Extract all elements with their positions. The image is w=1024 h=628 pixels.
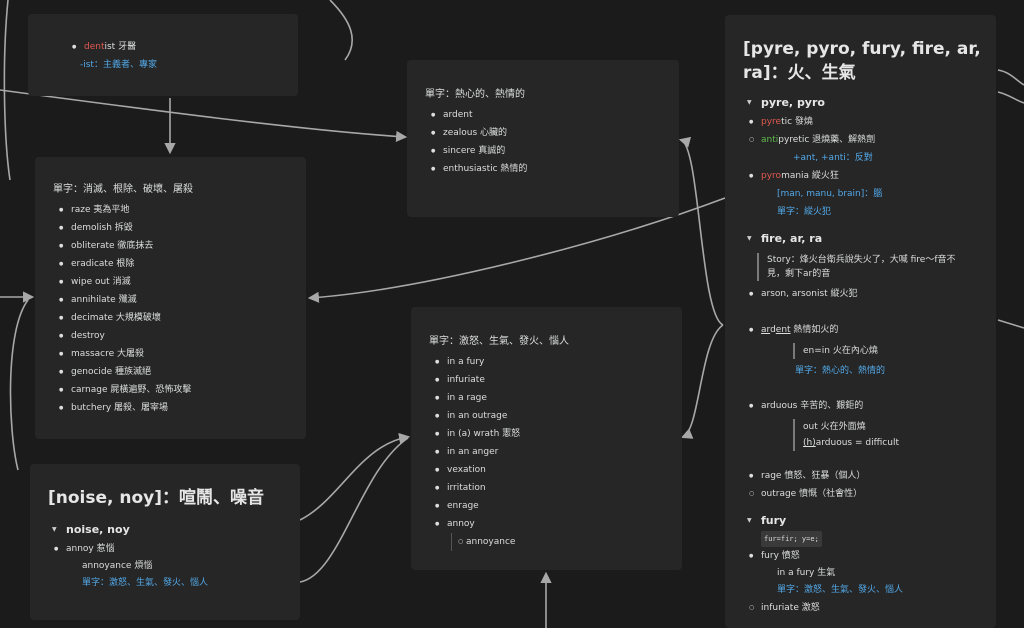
inline-code: fur=fir; y=e; [761,531,822,547]
edge-fire-to-anger [680,324,724,439]
note-quote: out 火在外面燒 (h)arduous = difficult [793,419,986,451]
list-subitem: outrage 憤慨（社會性） [743,485,986,503]
note-line: (h)arduous = difficult [803,435,986,451]
edge-left-to-enthusiasm [0,89,408,142]
list-item: pyromania 縱火狂 [743,167,986,185]
card-dentist[interactable]: dentist 牙醫 -ist：主義者、專家 [28,14,298,96]
list-item: ardent [425,106,679,124]
note-line: 單字：激怒、生氣、發火、惱人 [82,578,209,588]
word-list: raze 夷為平地 demolish 拆毀 obliterate 徹底抹去 er… [53,201,306,417]
edge-left-curve-mid [9,299,29,471]
note-line: 單字：縱火犯 [777,207,832,217]
card-heading: 單字：激怒、生氣、發火、惱人 [429,336,569,347]
list-item: in an outrage [429,407,682,425]
list-item: in an anger [429,443,682,461]
root-text: pyro [761,171,782,181]
list-item: decimate 大規模破壞 [53,309,306,327]
edge-right-top [997,69,1024,86]
card-fire[interactable]: [pyre, pyro, fury, fire, ar, ra]：火、生氣 py… [725,15,996,628]
card-title: [noise, noy]：喧鬧、噪音 [48,488,265,508]
note-line: out 火在外面燒 [803,422,866,432]
list-subitem: annoyance [452,533,682,551]
note-line: in a fury 生氣 [777,568,836,578]
list-item: in (a) wrath 憲怒 [429,425,682,443]
edge-noise-bottom [299,437,409,583]
list-item: genocide 種族滅絕 [53,363,306,381]
list-item: vexation [429,461,682,479]
item-text: 熱情如火的 [790,325,839,335]
item-text: tic 發燒 [781,117,813,127]
note-quote: en=in 火在內心燒 [793,343,986,359]
list-item: carnage 屍橫遍野、恐怖攻擊 [53,381,306,399]
prefix-text: dent [84,42,105,52]
list-item: enrage [429,497,682,515]
card-enthusiasm[interactable]: 單字：熱心的、熱情的 ardent zealous 心臟的 sincere 真誠… [407,60,679,217]
card-noise[interactable]: [noise, noy]：喧鬧、噪音 noise, noy annoy 惹惱 a… [30,464,300,620]
item-text: pyretic 退燒藥、解熱劑 [778,135,876,145]
edge-fire-to-enthusiasm [678,136,724,326]
list-item: arson, arsonist 縱火犯 [743,285,986,303]
list-item: zealous 心臟的 [425,124,679,142]
list-item: sincere 真誠的 [425,142,679,160]
list-item: annoy [429,515,682,533]
list-subitem: antipyretic 退燒藥、解熱劑 [743,131,986,149]
edge-right-bottom [997,319,1024,329]
list-item: in a fury [429,353,682,371]
sub-note: -ist：主義者、專家 [80,60,157,70]
list-item: destroy [53,327,306,345]
note-line: 單字：激怒、生氣、發火、惱人 [777,585,904,595]
edge-top-center [329,0,354,61]
card-heading: 單字：熱心的、熱情的 [425,89,525,100]
root-text: ar [761,325,771,335]
list-item: in a rage [429,389,682,407]
list-item: dentist 牙醫 [66,38,298,56]
section-heading[interactable]: noise, noy [52,520,300,540]
list-item: arduous 辛苦的、艱鉅的 [743,397,986,415]
edge-noise-to-anger [299,432,411,521]
item-text: mania 縱火狂 [781,171,839,181]
note-line: [man, manu, brain]：腦 [777,189,883,199]
section-heading[interactable]: fire, ar, ra [747,229,986,249]
item-text: ist 牙醫 [104,42,137,52]
word-list: ardent zealous 心臟的 sincere 真誠的 enthusias… [425,106,679,178]
prefix-text: (h) [803,438,816,448]
list-item: obliterate 徹底抹去 [53,237,306,255]
note-line: +ant, +anti：反對 [793,153,873,163]
list-item: annoy 惹惱 [48,540,300,558]
section-heading[interactable]: fury [747,511,986,531]
card-anger[interactable]: 單字：激怒、生氣、發火、惱人 in a fury infuriate in a … [411,307,682,570]
card-heading: 單字：消滅、根除、破壞、屠殺 [53,184,193,195]
list-item: fury 憤怒 [743,547,986,565]
list-item: raze 夷為平地 [53,201,306,219]
list-item: rage 憤怒、狂暴（個人） [743,467,986,485]
list-item: eradicate 根除 [53,255,306,273]
list-item: annihilate 殲滅 [53,291,306,309]
word-list: in a fury infuriate in a rage in an outr… [429,353,682,533]
list-item: infuriate [429,371,682,389]
list-item: pyretic 發燒 [743,113,986,131]
note-line: annoyance 煩惱 [82,561,153,571]
prefix-text: anti [761,135,779,145]
list-item: ardent 熱情如火的 [743,321,986,339]
list-subitem: infuriate 激怒 [743,599,986,617]
list-item: enthusiastic 熱情的 [425,160,679,178]
card-title: [pyre, pyro, fury, fire, ar, ra]：火、生氣 [743,39,981,83]
edge-right-mid [997,91,1024,104]
list-item: demolish 拆毀 [53,219,306,237]
note-line: 單字：熱心的、熱情的 [795,366,886,376]
section-heading-text: noise, noy [66,523,130,536]
item-text: d [770,325,776,335]
section-heading[interactable]: pyre, pyro [747,93,986,113]
list-item: butchery 屠殺、屠宰場 [53,399,306,417]
story-quote: Story：烽火台衛兵說失火了，大喊 fire〜f音不見，剩下ar的音 [757,253,960,281]
list-item: wipe out 消滅 [53,273,306,291]
item-text: arduous = difficult [815,438,899,448]
card-destroy[interactable]: 單字：消滅、根除、破壞、屠殺 raze 夷為平地 demolish 拆毀 obl… [35,157,306,439]
edge-left-curve-top [3,0,11,181]
list-item: massacre 大屠殺 [53,345,306,363]
root-text: pyre [761,117,782,127]
suffix-text: ent [775,325,791,335]
list-item: irritation [429,479,682,497]
